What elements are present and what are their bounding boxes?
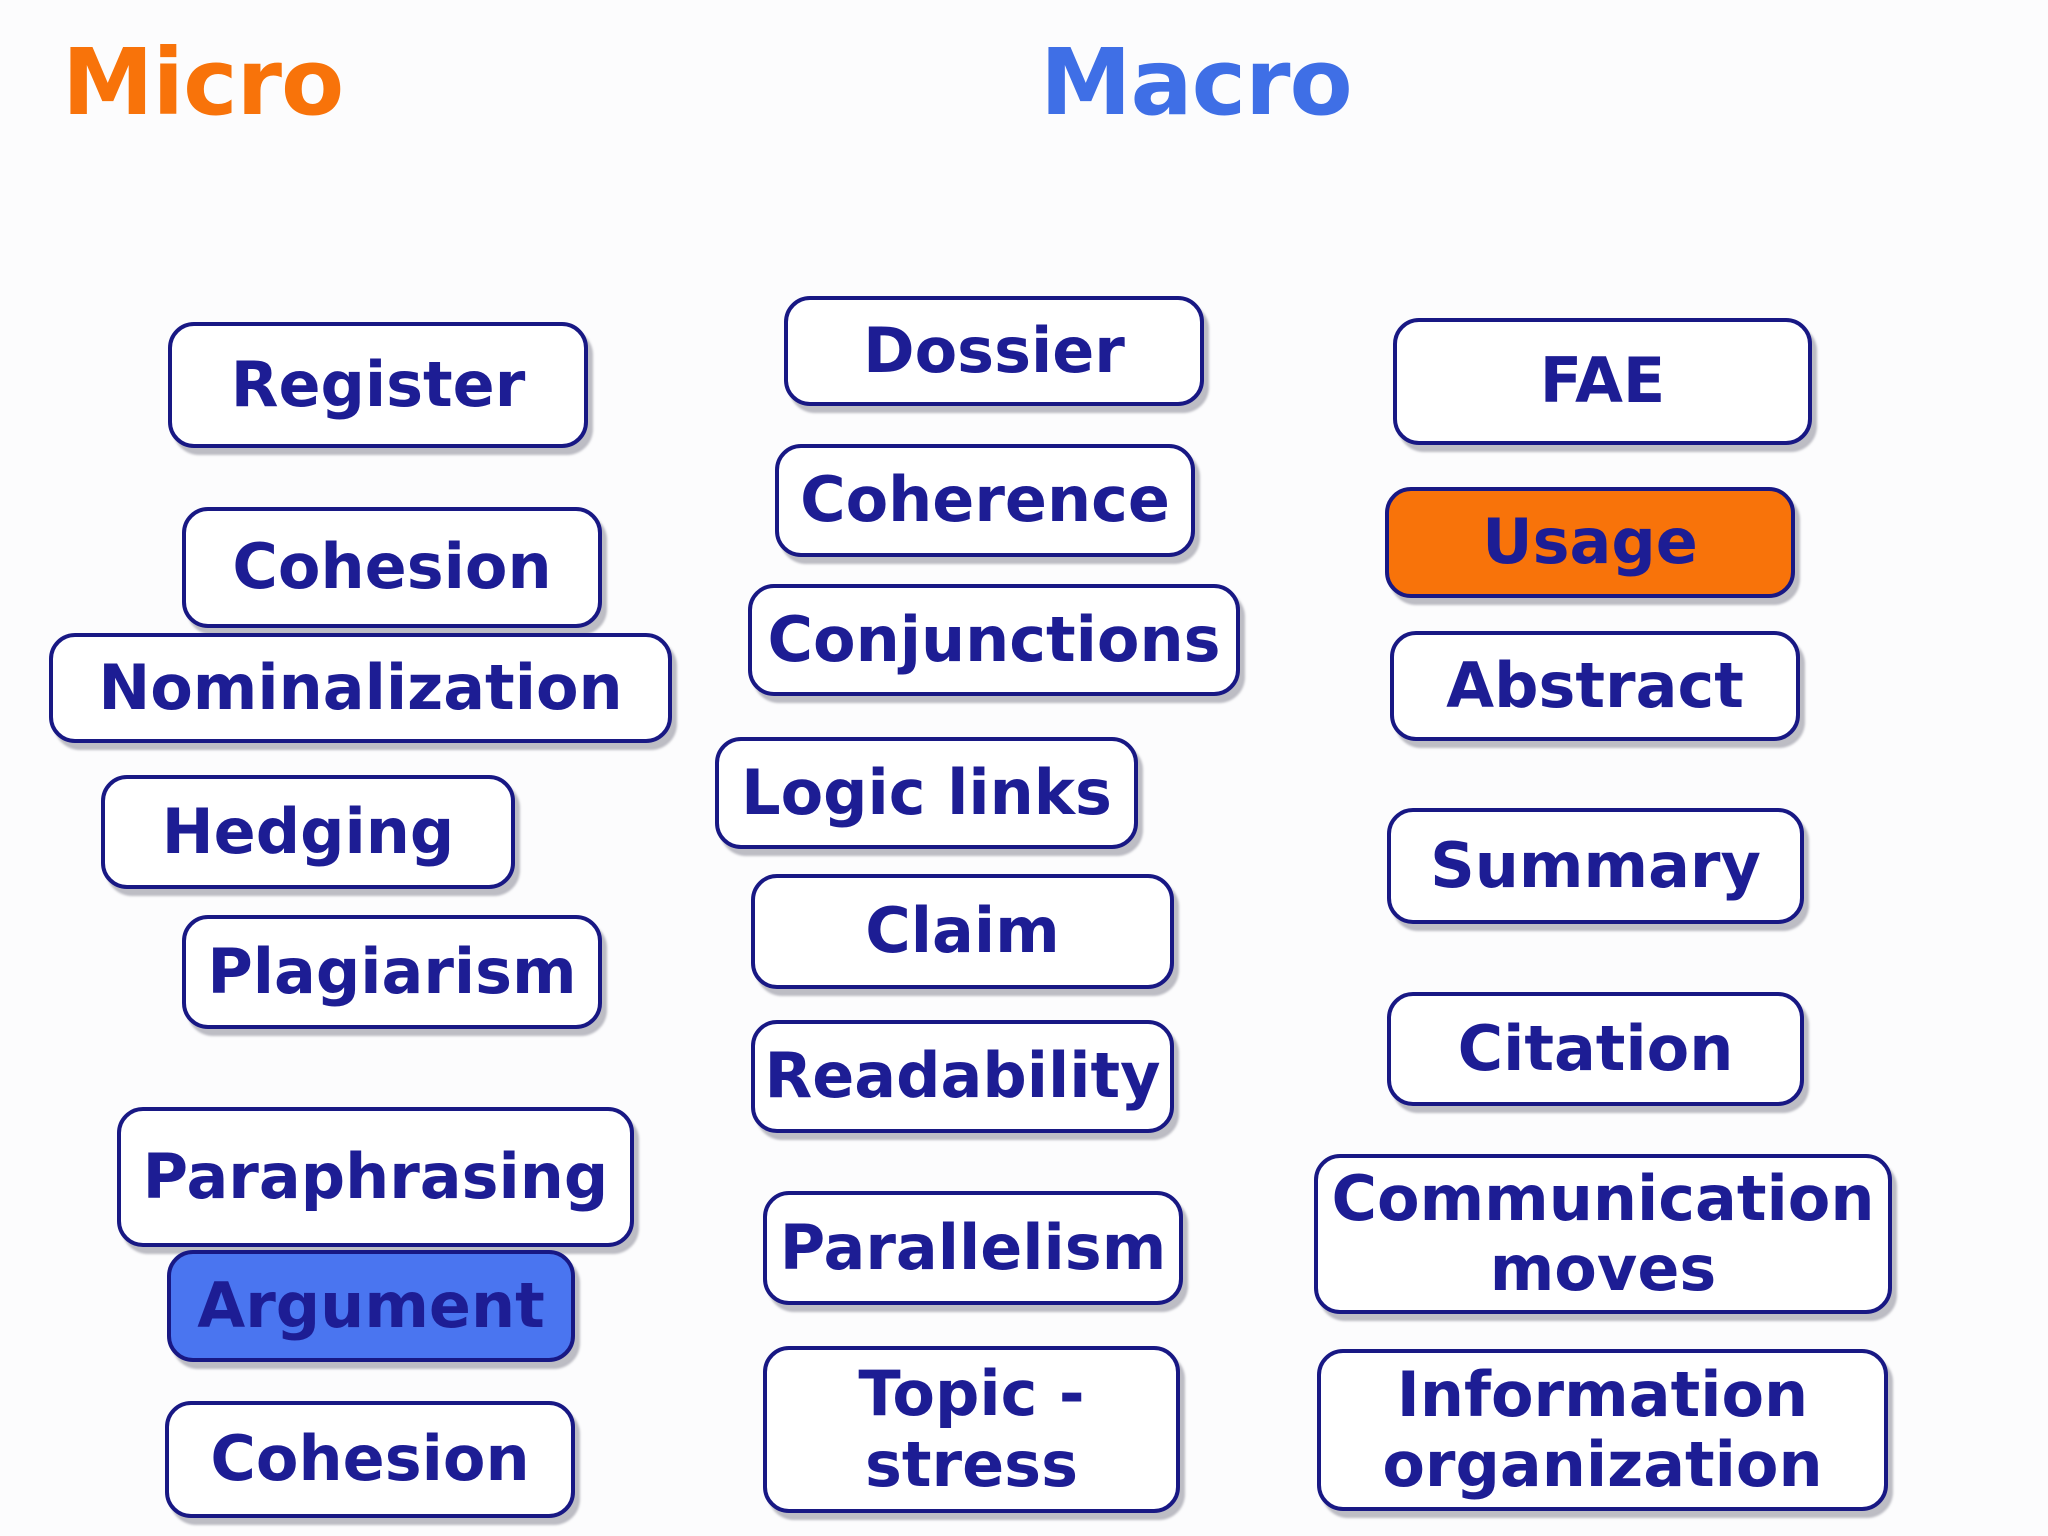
micro-column-header: Micro <box>62 29 344 136</box>
box-usage-highlighted: Usage <box>1385 487 1795 598</box>
box-communication-moves: Communication moves <box>1314 1154 1892 1314</box>
box-nominalization: Nominalization <box>49 633 672 743</box>
box-claim: Claim <box>751 874 1174 989</box>
box-conjunctions: Conjunctions <box>748 584 1240 696</box>
box-plagiarism: Plagiarism <box>182 915 602 1029</box>
box-information-organization: Information organization <box>1317 1349 1888 1511</box>
box-parallelism: Parallelism <box>763 1191 1183 1305</box>
box-argument-highlighted: Argument <box>167 1250 575 1362</box>
box-cohesion-2: Cohesion <box>165 1401 575 1518</box>
box-dossier: Dossier <box>784 296 1204 406</box>
box-topic-stress: Topic - stress <box>763 1346 1180 1513</box>
macro-column-header: Macro <box>1040 29 1353 136</box>
box-summary: Summary <box>1387 808 1804 924</box>
box-register: Register <box>168 322 588 448</box>
box-hedging: Hedging <box>101 775 515 889</box>
box-cohesion-1: Cohesion <box>182 507 602 628</box>
box-logic-links: Logic links <box>715 737 1138 849</box>
box-fae: FAE <box>1393 318 1812 445</box>
box-coherence: Coherence <box>775 444 1195 557</box>
box-citation: Citation <box>1387 992 1804 1106</box>
box-readability: Readability <box>751 1020 1174 1133</box>
box-abstract: Abstract <box>1390 631 1800 741</box>
box-paraphrasing: Paraphrasing <box>117 1107 634 1247</box>
